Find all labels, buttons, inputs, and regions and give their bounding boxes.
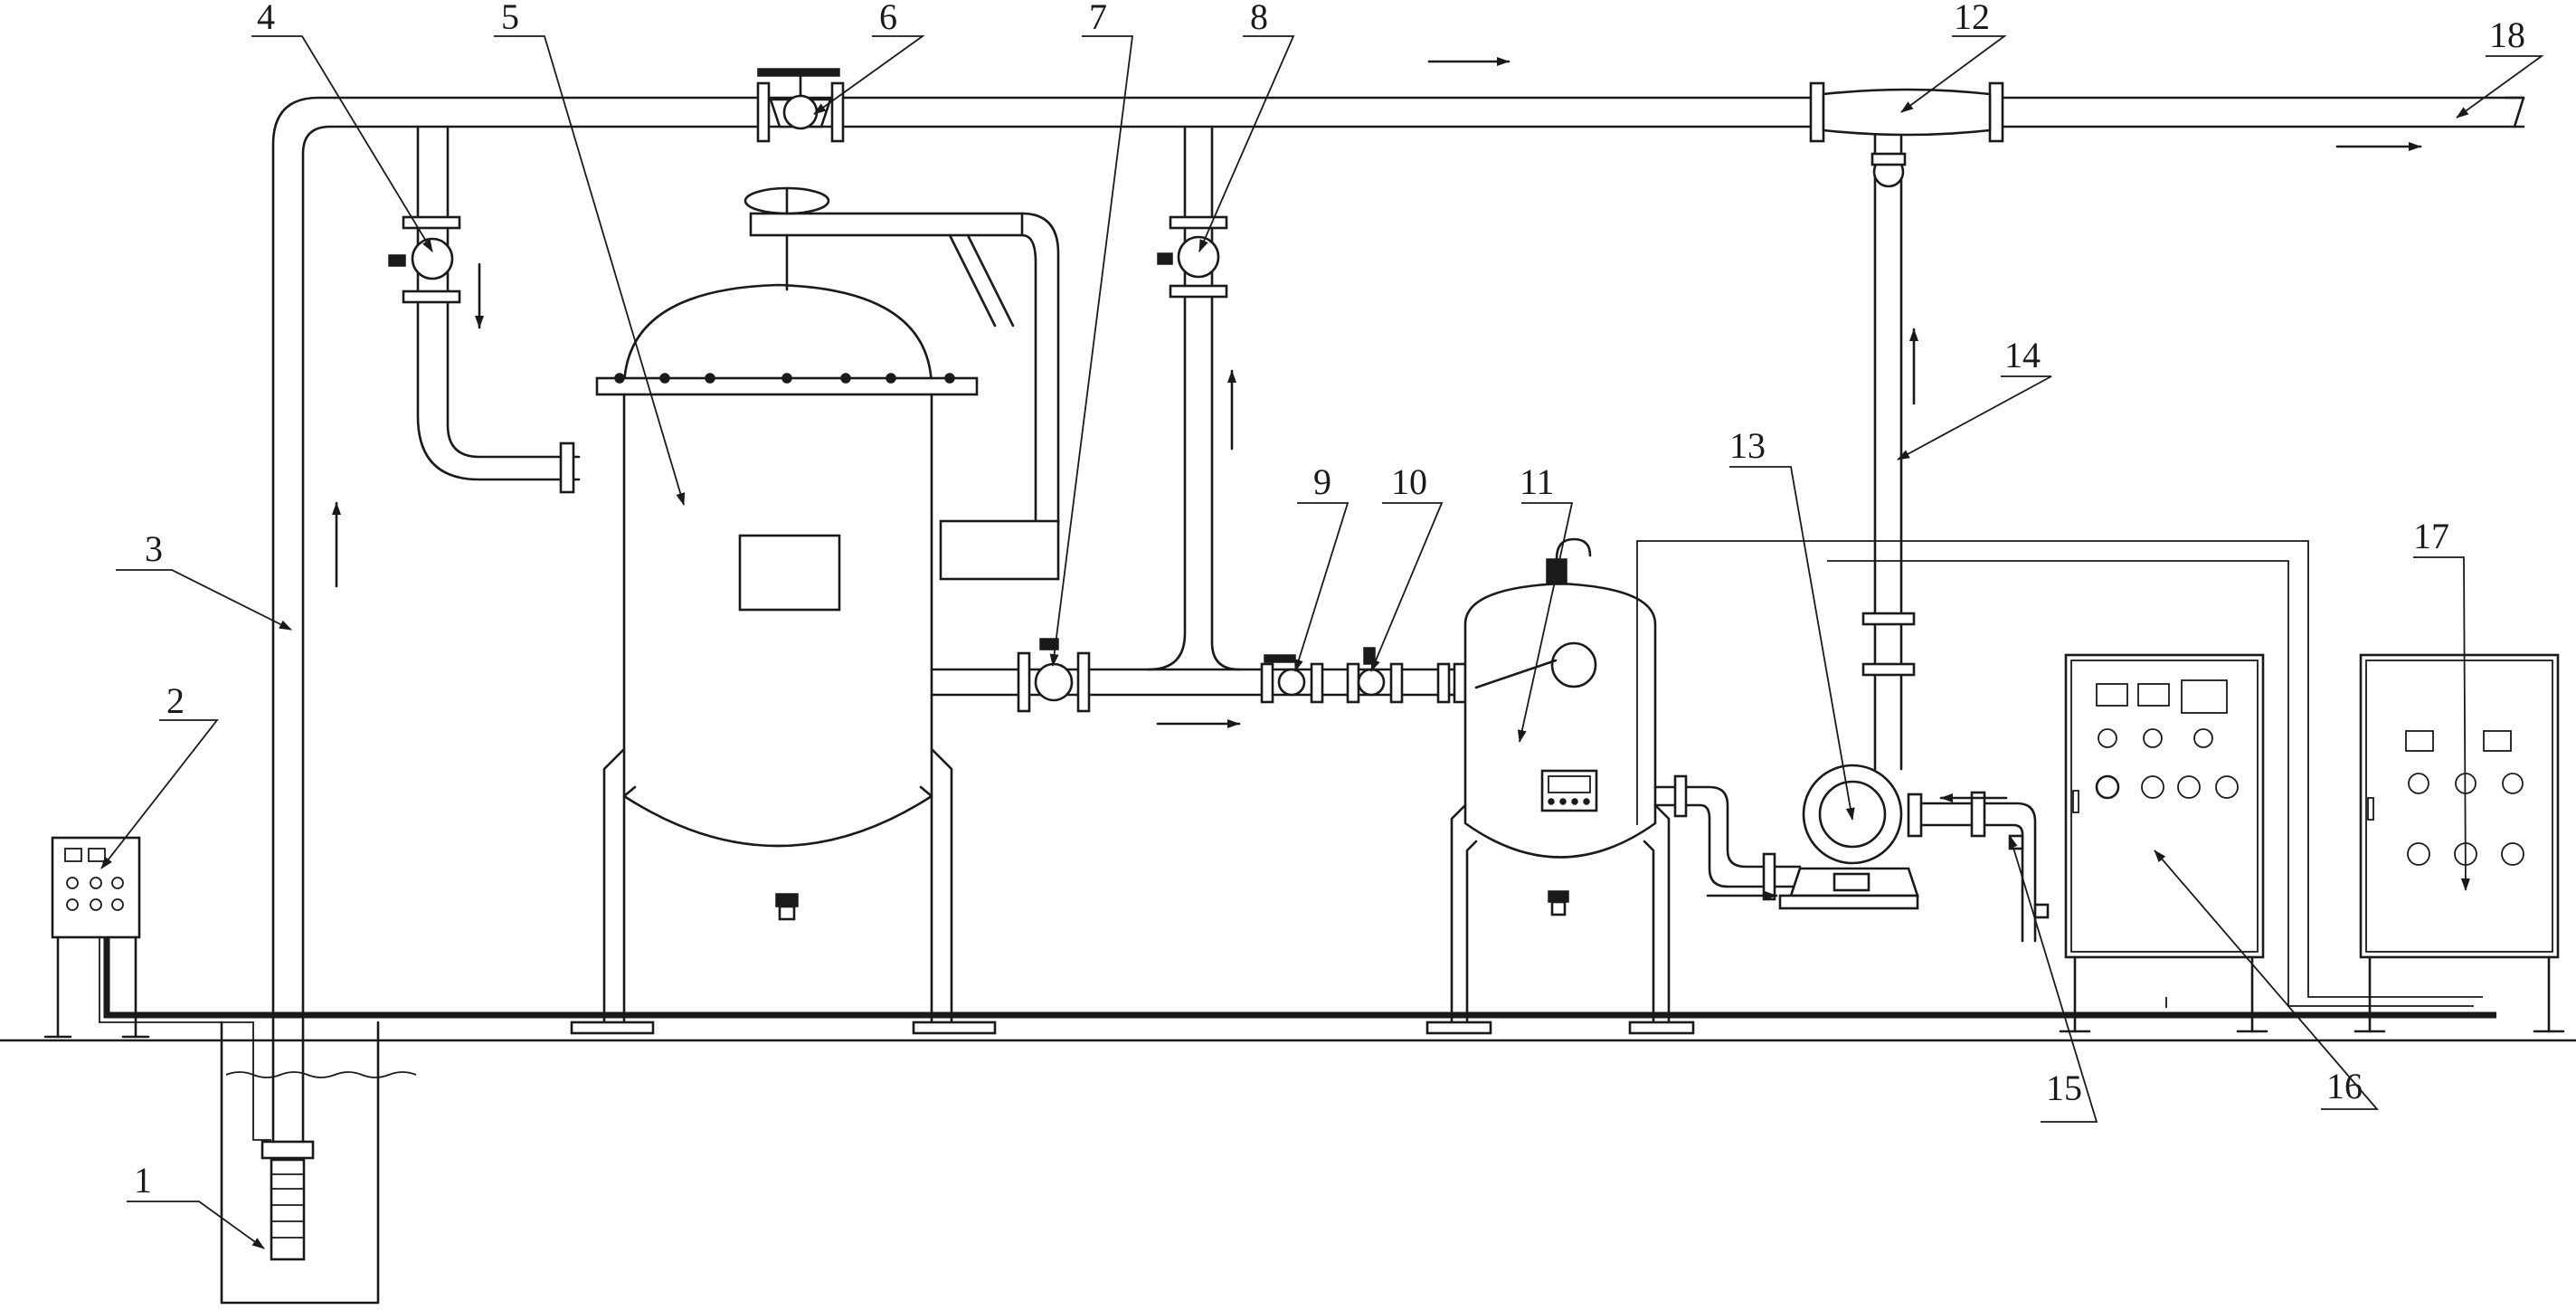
label-6: 6 [879,0,897,37]
valve-10 [1346,647,1404,704]
label-2: 2 [166,680,185,721]
label-14: 14 [2004,335,2041,375]
label-18: 18 [2489,14,2525,55]
valve-9 [1260,654,1324,704]
valve-4 [388,125,581,494]
valve-6 [756,68,845,143]
label-15: 15 [2046,1068,2082,1108]
flange-pair [1436,662,1467,704]
outlet-pipe [930,638,1467,713]
label-9: 9 [1313,461,1331,502]
pressure-tank [1425,537,1695,1035]
side-pipe-15 [1952,791,2050,943]
label-11: 11 [1520,461,1555,502]
discharge-pipe [1861,125,1916,771]
label-3: 3 [145,528,163,569]
valve-8 [1147,125,1241,671]
label-13: 13 [1729,425,1766,466]
label-4: 4 [257,0,275,37]
label-7: 7 [1089,0,1107,37]
label-8: 8 [1250,0,1268,37]
control-wiring [1636,540,2483,1008]
label-10: 10 [1391,461,1427,502]
leader-lines [100,35,2544,1249]
callout-labels: 1 2 3 4 5 6 7 8 9 10 11 12 13 14 15 16 1… [134,0,2525,1201]
label-1: 1 [134,1160,152,1201]
centrifugal-pump [1778,764,1956,910]
filter-tank [570,186,1060,1035]
label-5: 5 [501,0,519,37]
well-control-box [43,836,271,1141]
well-pit [220,1020,417,1305]
control-cabinet-16 [2059,653,2268,1033]
flow-arrows [332,57,2422,900]
label-17: 17 [2413,516,2449,556]
flow-meter [1809,81,2004,143]
riser-pipe [271,96,2525,1144]
power-cable [103,937,2496,1019]
control-cabinet-17 [2353,653,2565,1033]
label-16: 16 [2326,1066,2363,1106]
tank-to-pump-pipe [1653,774,1802,901]
submersible-pump [260,1140,315,1261]
label-12: 12 [1954,0,1990,37]
